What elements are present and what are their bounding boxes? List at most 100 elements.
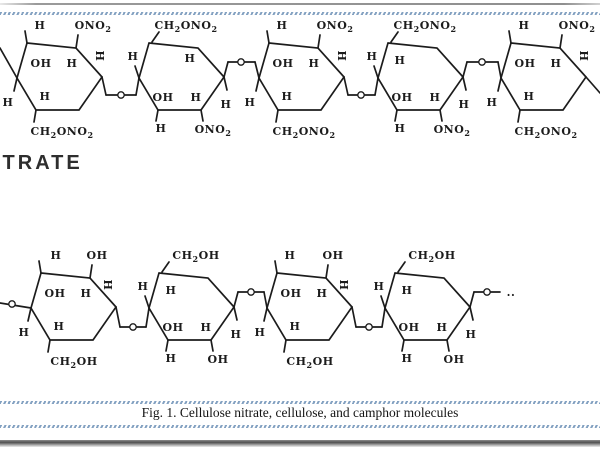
- bond: [135, 77, 140, 96]
- bond: [317, 34, 321, 49]
- bond: [75, 34, 79, 49]
- pyranose-ring: [500, 42, 588, 111]
- bond: [497, 61, 502, 79]
- bond: [144, 295, 150, 309]
- bond: [351, 306, 357, 328]
- atom-label: H: [19, 326, 30, 339]
- bond: [47, 339, 51, 353]
- atom-label: CH2OH: [408, 249, 455, 264]
- atom-label: CH2ONO2: [154, 19, 217, 34]
- bond: [134, 65, 140, 79]
- atom-label: H: [81, 287, 92, 300]
- bond: [254, 61, 260, 79]
- bond: [115, 306, 121, 328]
- atom-label: OH: [153, 91, 174, 104]
- bond: [374, 77, 379, 96]
- bond: [275, 109, 279, 123]
- atom-label: H: [231, 328, 242, 341]
- atom-label: H: [430, 91, 441, 104]
- atom-label: OH: [208, 353, 229, 366]
- atom-label: H: [282, 90, 293, 103]
- atom-label: OH: [323, 249, 344, 262]
- atom-label: CH2OH: [172, 249, 219, 264]
- bond: [462, 76, 467, 91]
- bond: [469, 306, 474, 321]
- caption-border-top: [0, 401, 600, 404]
- bond: [27, 307, 32, 322]
- atom-label: H: [67, 57, 78, 70]
- bond: [508, 30, 512, 44]
- atom-label: H: [290, 320, 301, 333]
- atom-label: OH: [87, 249, 108, 262]
- bond: [24, 30, 28, 44]
- atom-label: H: [402, 284, 413, 297]
- bond: [397, 261, 406, 273]
- bond: [266, 30, 270, 44]
- pyranose-ring: [258, 42, 346, 111]
- atom-label: H: [245, 96, 256, 109]
- bond: [343, 76, 349, 96]
- atom-label: H: [285, 249, 296, 262]
- atom-label: H: [166, 284, 177, 297]
- atom-label: H: [335, 51, 348, 62]
- bond: [263, 307, 268, 322]
- bond: [325, 264, 329, 279]
- bond: [446, 339, 450, 352]
- atom-label: ..: [507, 286, 516, 299]
- bond: [13, 77, 18, 92]
- atom-label: CH2ONO2: [393, 19, 456, 34]
- atom-label: ONO2: [434, 123, 471, 138]
- bond: [200, 109, 204, 122]
- atom-label: H: [519, 19, 530, 32]
- bond: [380, 295, 386, 309]
- bond: [161, 261, 170, 273]
- atom-label: H: [367, 50, 378, 63]
- bond: [390, 31, 399, 43]
- atom-label: H: [309, 57, 320, 70]
- bond: [223, 76, 228, 91]
- atom-label: H: [551, 57, 562, 70]
- bond: [155, 109, 159, 122]
- atom-label: CH2ONO2: [514, 125, 577, 140]
- bond: [263, 291, 268, 309]
- bond: [517, 109, 521, 123]
- atom-label: H: [40, 90, 51, 103]
- atom-label: OH: [515, 57, 536, 70]
- bond: [585, 76, 600, 94]
- atom-label: H: [459, 98, 470, 111]
- atom-label: H: [437, 321, 448, 334]
- bond: [0, 47, 18, 79]
- bond: [210, 339, 214, 352]
- atom-label: H: [138, 280, 149, 293]
- oxygen-atom: [129, 323, 137, 331]
- oxygen-atom: [8, 300, 16, 308]
- atom-label: H: [101, 280, 114, 291]
- atom-label: H: [395, 54, 406, 67]
- bond: [233, 306, 238, 321]
- atom-label: OH: [163, 321, 184, 334]
- caption-border-bottom: [0, 425, 600, 428]
- bond: [151, 31, 160, 43]
- atom-label: H: [487, 96, 498, 109]
- atom-label: H: [577, 51, 590, 62]
- bond: [255, 77, 260, 92]
- oxygen-atom: [247, 288, 255, 296]
- bond: [283, 339, 287, 353]
- atom-label: OH: [399, 321, 420, 334]
- atom-label: H: [524, 90, 535, 103]
- atom-label: H: [317, 287, 328, 300]
- bond: [233, 291, 239, 308]
- window-bottom-edge: [0, 440, 600, 447]
- bond: [373, 65, 379, 79]
- figure-border-top: [0, 12, 600, 15]
- atom-label: OH: [273, 57, 294, 70]
- window-top-edge: [0, 3, 600, 5]
- atom-label: CH2OH: [286, 355, 333, 370]
- bond: [462, 61, 468, 78]
- oxygen-atom: [117, 91, 125, 99]
- bond: [89, 264, 93, 279]
- atom-label: H: [128, 50, 139, 63]
- cellulose-nitrate-label: ITRATE: [0, 152, 83, 174]
- atom-label: OH: [31, 57, 52, 70]
